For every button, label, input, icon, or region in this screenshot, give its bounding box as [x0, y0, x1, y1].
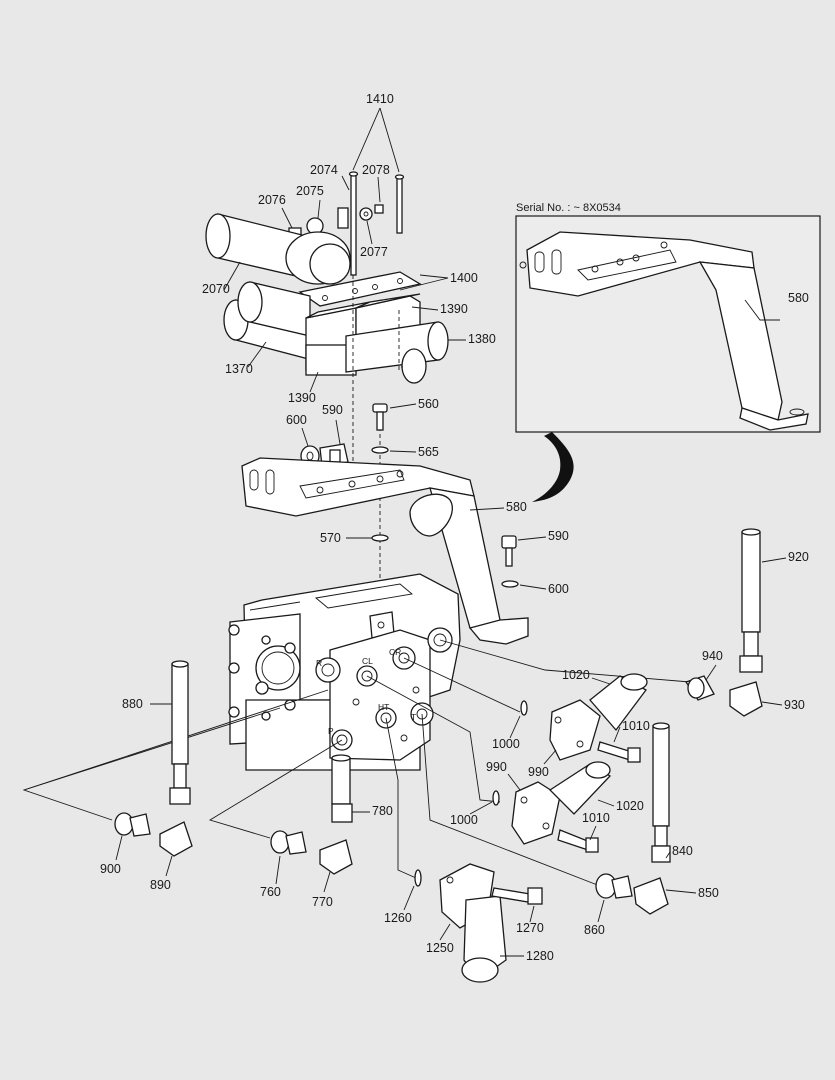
callout-2074: 2074: [310, 163, 338, 177]
hose-880: [114, 660, 193, 857]
callout-920: 920: [788, 550, 809, 564]
callout-1370: 1370: [225, 362, 253, 376]
flange-bottom: [414, 863, 543, 983]
callout-2076: 2076: [258, 193, 286, 207]
hose-920: [684, 528, 763, 717]
callout-850: 850: [698, 886, 719, 900]
callout-1400: 1400: [450, 271, 478, 285]
mounting-bracket: [241, 457, 529, 645]
port-label-t: T: [411, 712, 416, 722]
callout-1260: 1260: [384, 911, 412, 925]
callout-2070: 2070: [202, 282, 230, 296]
callout-1000-upper: 1000: [492, 737, 520, 751]
callout-600-lower: 600: [548, 582, 569, 596]
bracket-bolts: [300, 403, 389, 467]
callout-1390-lower: 1390: [288, 391, 316, 405]
port-label-ht: HT: [378, 702, 389, 712]
callout-2078: 2078: [362, 163, 390, 177]
callout-760: 760: [260, 885, 281, 899]
flange-lower: [492, 761, 612, 853]
inset-box: Serial No. : ~ 8X0534 580: [515, 202, 821, 433]
reference-arrow: [532, 432, 574, 502]
callout-1390-upper: 1390: [440, 302, 468, 316]
callout-2077: 2077: [360, 245, 388, 259]
callout-570: 570: [320, 531, 341, 545]
valve-body: [228, 573, 461, 771]
callout-1280: 1280: [526, 949, 554, 963]
hose-780: [270, 754, 353, 875]
callout-560: 560: [418, 397, 439, 411]
callout-580-inset: 580: [788, 291, 809, 305]
upper-cylinders: [205, 213, 449, 384]
callout-580: 580: [506, 500, 527, 514]
callout-770: 770: [312, 895, 333, 909]
callout-1020-upper: 1020: [562, 668, 590, 682]
callout-900: 900: [100, 862, 121, 876]
callout-590-lower: 590: [548, 529, 569, 543]
callout-2075: 2075: [296, 184, 324, 198]
callout-1250: 1250: [426, 941, 454, 955]
callout-890: 890: [150, 878, 171, 892]
hose-840: [595, 722, 671, 915]
flange-upper: [520, 673, 648, 763]
callout-1000-lower: 1000: [450, 813, 478, 827]
washer-570: [371, 534, 389, 542]
side-bolt: [501, 535, 519, 588]
small-hardware: [288, 204, 384, 237]
callout-780: 780: [372, 804, 393, 818]
port-label-cl: CL: [362, 656, 373, 666]
port-label-p: P: [328, 726, 334, 736]
inset-bracket: [519, 231, 809, 431]
callout-590-upper: 590: [322, 403, 343, 417]
callout-880: 880: [122, 697, 143, 711]
port-label-cr: CR: [389, 647, 401, 657]
callout-940: 940: [702, 649, 723, 663]
callout-990-a: 990: [528, 765, 549, 779]
serial-number-label: Serial No. : ~ 8X0534: [516, 202, 621, 214]
callout-565: 565: [418, 445, 439, 459]
callout-930: 930: [784, 698, 805, 712]
callout-1410: 1410: [366, 92, 394, 106]
callout-1020-lower: 1020: [616, 799, 644, 813]
port-label-r: R: [316, 658, 322, 668]
callout-840: 840: [672, 844, 693, 858]
callout-1010-upper: 1010: [622, 719, 650, 733]
callout-990-b: 990: [486, 760, 507, 774]
callout-1010-lower: 1010: [582, 811, 610, 825]
callout-860: 860: [584, 923, 605, 937]
callout-1380: 1380: [468, 332, 496, 346]
long-bolts: [348, 171, 405, 276]
inset-bracket-leader: [744, 299, 780, 321]
callout-1270: 1270: [516, 921, 544, 935]
callout-600-upper: 600: [286, 413, 307, 427]
